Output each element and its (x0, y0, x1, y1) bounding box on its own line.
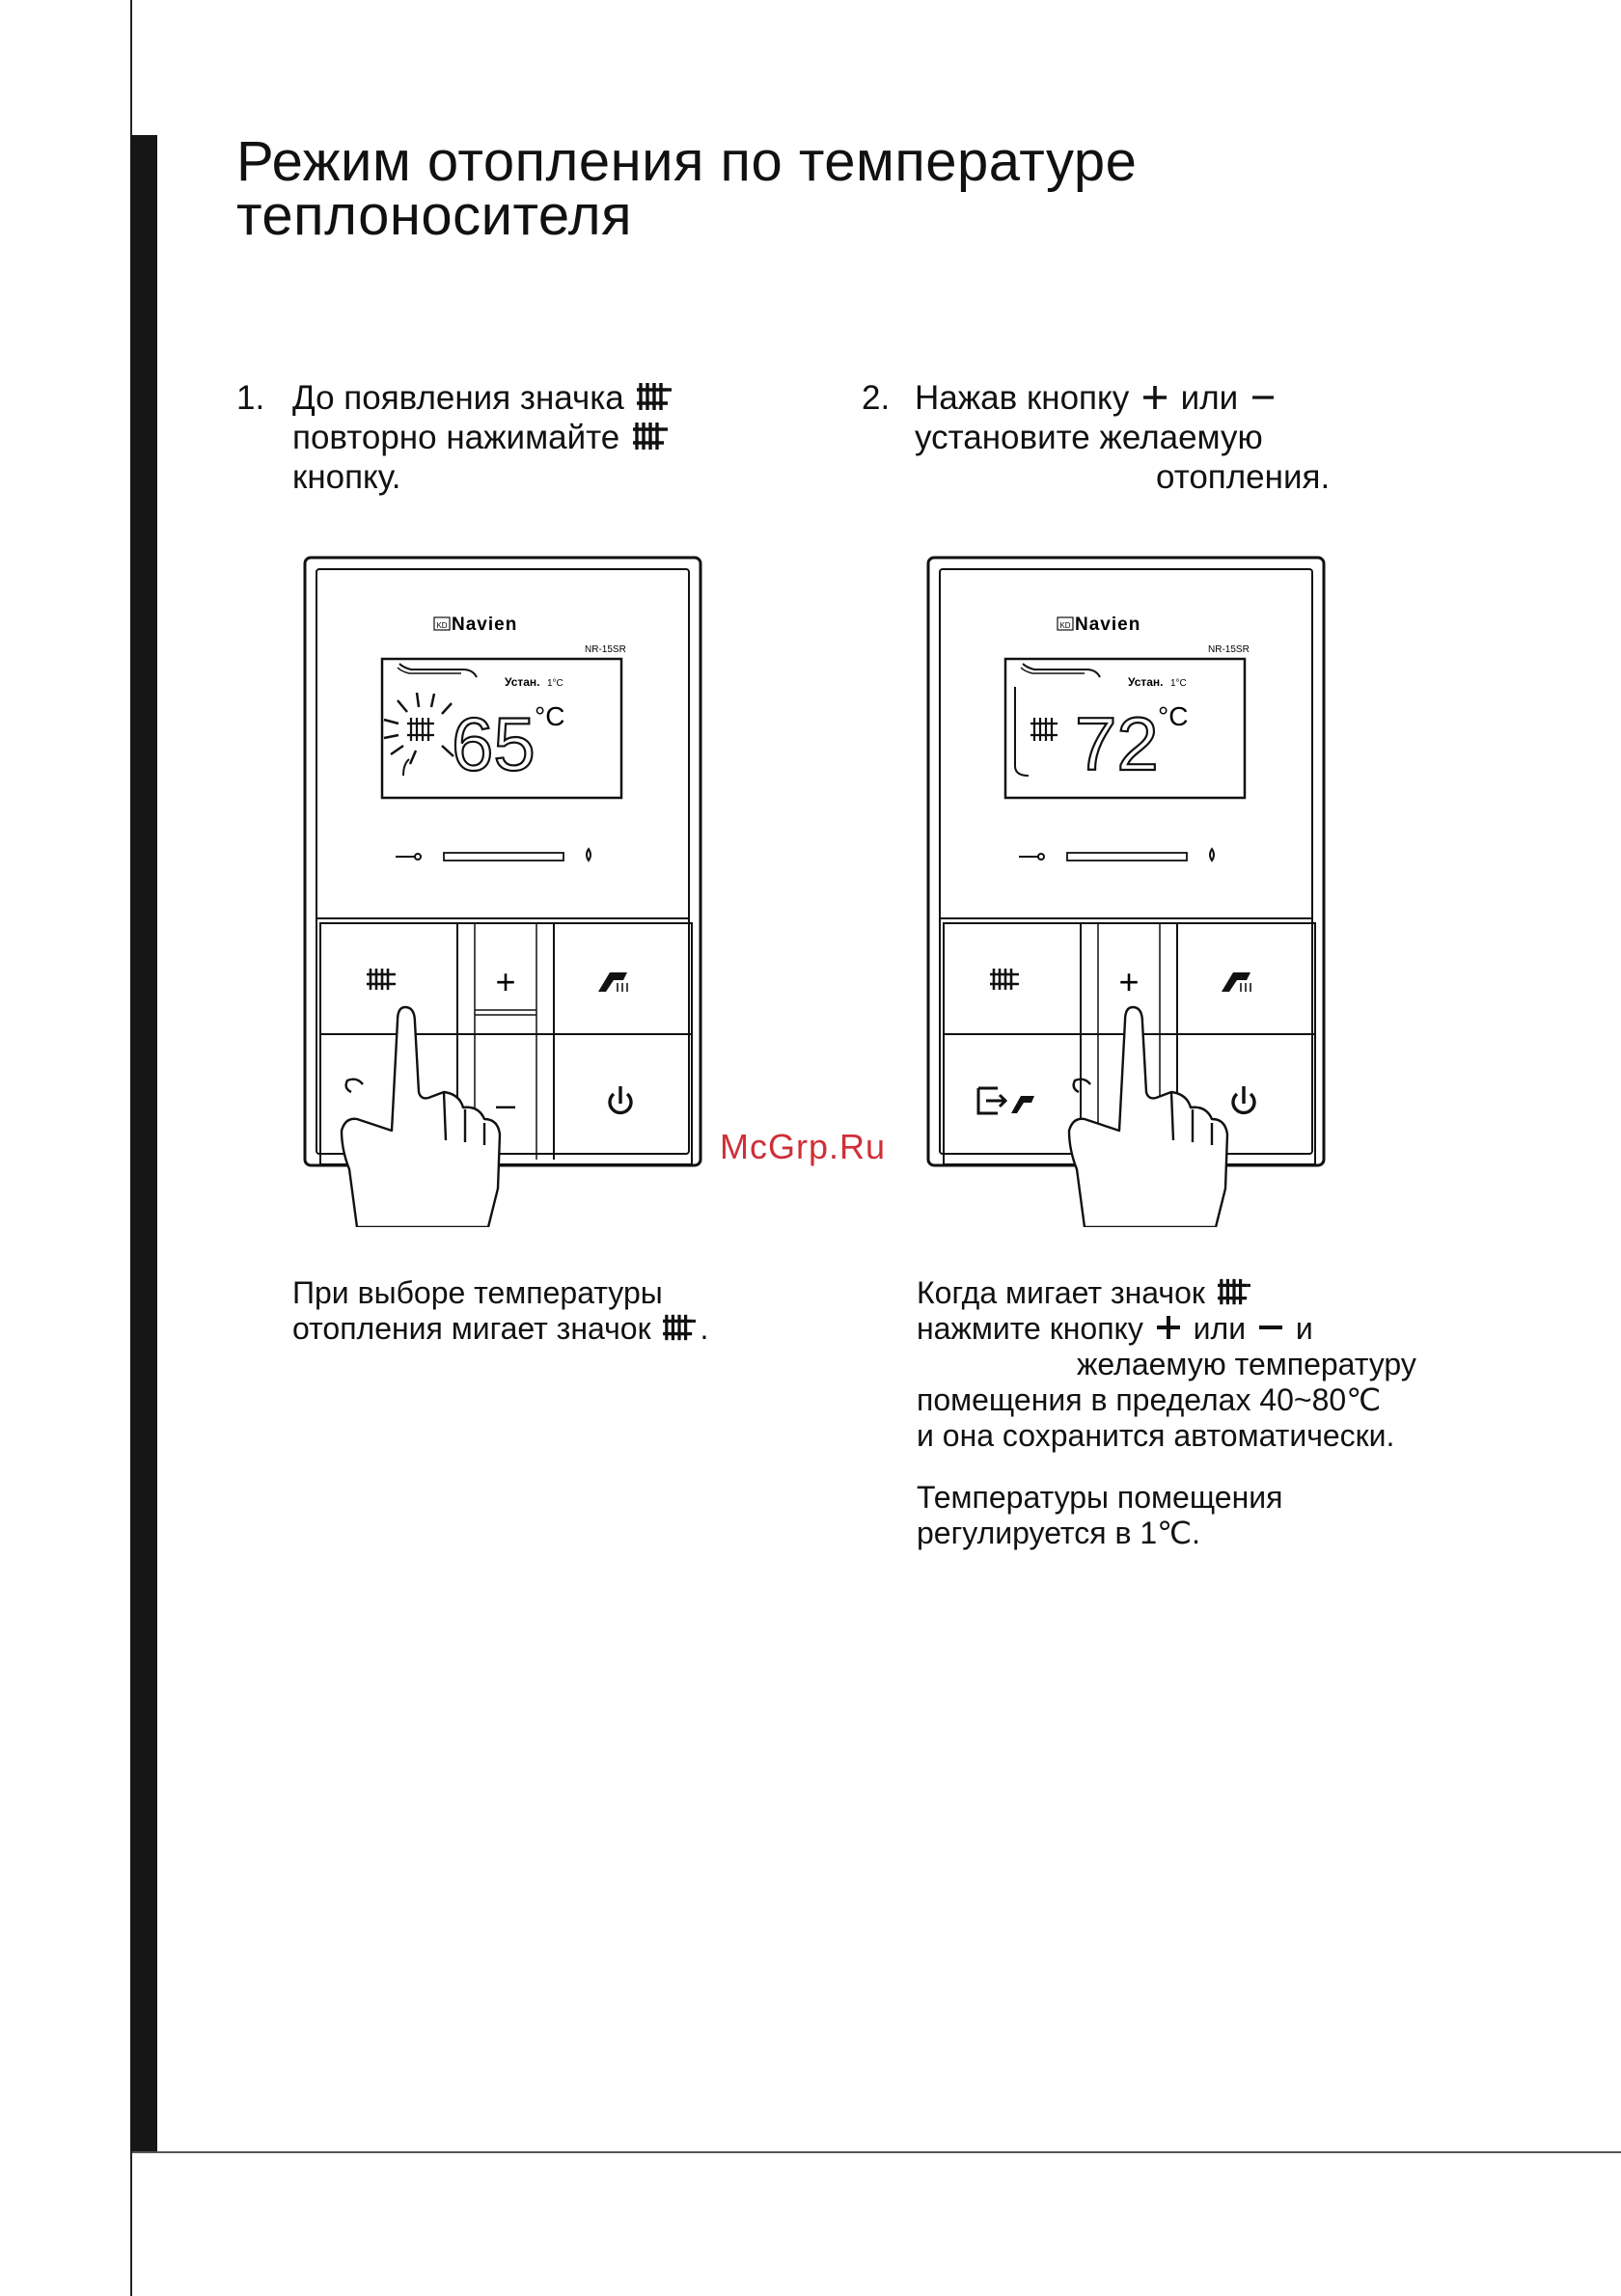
step-1-line1: До появления значка (292, 379, 624, 417)
plus-button[interactable]: + (495, 962, 515, 1001)
minus-button[interactable]: – (496, 1084, 515, 1124)
note-2-line5: и она сохранится автоматически. (917, 1418, 1395, 1453)
plus-button[interactable]: + (1118, 962, 1139, 1001)
lcd-unit: °C (1158, 701, 1188, 731)
hot-water-icon (598, 972, 627, 992)
step-2-line2: установите желаемую (915, 419, 1263, 456)
lcd-temperature: 72 (1075, 701, 1159, 786)
heating-button[interactable] (990, 969, 1019, 990)
step-2-line3: отопления. (1156, 458, 1331, 496)
note-2-line7: регулируется в 1℃. (917, 1516, 1200, 1550)
power-button[interactable] (1231, 1086, 1256, 1115)
note-1-line1: При выборе температуры (292, 1275, 663, 1310)
set-temp-label: Устан. (1128, 675, 1164, 689)
hot-water-button[interactable] (598, 972, 628, 992)
step-1: 1. До появления значка повторно нажимайт… (236, 378, 738, 504)
step-1-line3: кнопку. (292, 458, 401, 496)
note-2-line2a: нажмите кнопку (917, 1311, 1143, 1346)
page-side-bar (130, 135, 157, 2151)
set-step-label: 1°C (1170, 678, 1187, 689)
brand-prefix: KD (436, 621, 447, 630)
step-2-line1a: Нажав кнопку (915, 379, 1130, 417)
brand-name: Navien (452, 615, 517, 635)
radiator-icon (407, 718, 434, 741)
note-1-line2-end: . (700, 1311, 709, 1346)
power-icon (608, 1086, 633, 1115)
step-2-line1b: или (1180, 379, 1239, 417)
note-1-line2: отопления мигает значок (292, 1311, 651, 1346)
hot-water-button[interactable] (1222, 972, 1251, 992)
plus-icon (1156, 1316, 1180, 1339)
away-mode-button[interactable] (976, 1086, 1034, 1115)
note-2-line4: помещения в пределах 40~80℃ (917, 1382, 1382, 1417)
thermostat-panel-1: KD Navien NR-15SR Устан. 1°C 65 °C (303, 556, 702, 1227)
lcd-temperature: 65 (452, 701, 536, 786)
pointing-hand-icon (340, 1005, 502, 1227)
brand-prefix: KD (1059, 621, 1070, 630)
brand-logo: KD Navien (1057, 615, 1140, 635)
note-2-line3: желаемую температуру (1077, 1347, 1416, 1381)
wrench-icon (1019, 853, 1045, 861)
radiator-icon (1217, 1278, 1250, 1305)
flame-icon (1209, 847, 1215, 862)
watermark: McGrp.Ru (720, 1127, 887, 1166)
radiator-icon (990, 969, 1019, 990)
note-2-line6: Температуры помещения (917, 1480, 1283, 1515)
note-2-line1: Когда мигает значок (917, 1275, 1205, 1310)
flame-icon (586, 847, 591, 862)
radiator-icon (367, 969, 396, 990)
note-1: При выборе температуры отопления мигает … (292, 1275, 708, 1347)
pointing-hand-icon (1067, 1005, 1229, 1227)
model-label: NR-15SR (1208, 644, 1250, 655)
minus-icon (1251, 396, 1274, 399)
brand-name: Navien (1075, 615, 1140, 635)
away-mode-icon (976, 1086, 1008, 1115)
set-step-label: 1°C (547, 678, 563, 689)
model-label: NR-15SR (585, 644, 626, 655)
note-2: Когда мигает значок нажмите кнопку или и… (917, 1275, 1416, 1551)
blink-rays (383, 692, 454, 765)
brand-logo: KD Navien (433, 615, 517, 635)
lcd-unit: °C (535, 701, 564, 731)
status-bar (1066, 852, 1188, 861)
page-title-line2: теплоносителя (236, 184, 633, 247)
power-icon (1231, 1086, 1256, 1115)
hot-water-icon (1222, 972, 1250, 992)
note-2-line2c: и (1295, 1311, 1313, 1346)
step-1-number: 1. (236, 379, 265, 417)
status-bar (443, 852, 564, 861)
plus-icon (1142, 386, 1167, 409)
heating-button[interactable] (367, 969, 396, 990)
step-2: 2. Нажав кнопку или установите желаемую … (862, 378, 1441, 504)
page-bottom-rule (132, 2151, 1621, 2153)
thermostat-panel-2: KD Navien NR-15SR Устан. 1°C 72 °C + (926, 556, 1326, 1227)
radiator-icon (633, 423, 669, 450)
wrench-icon (396, 853, 422, 861)
minus-icon (1258, 1326, 1282, 1329)
page-title: Режим отопления по температуре теплоноси… (236, 130, 1138, 247)
radiator-icon (637, 383, 673, 410)
step-2-number: 2. (862, 379, 891, 417)
note-2-line2b: или (1193, 1311, 1247, 1346)
radiator-icon (663, 1314, 697, 1341)
step-1-line2: повторно нажимайте (292, 419, 620, 456)
radiator-icon (1030, 718, 1058, 741)
page-title-line1: Режим отопления по температуре (236, 130, 1138, 193)
set-temp-label: Устан. (505, 675, 540, 689)
power-button[interactable] (608, 1086, 633, 1115)
